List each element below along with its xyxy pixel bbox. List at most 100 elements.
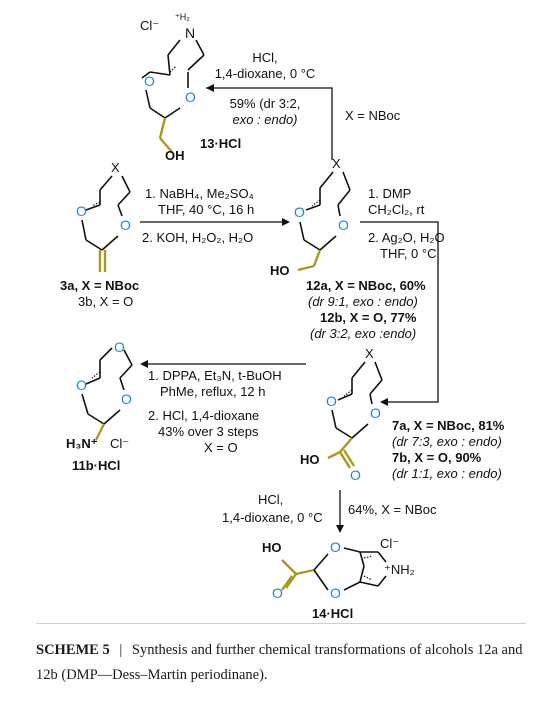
compound-13-hcl: Cl⁻ ⁺H₂ N O O OH 13·HCl (140, 12, 241, 163)
c7-carbonyl-bond (338, 451, 352, 469)
c14-counterion: Cl⁻ (380, 536, 399, 551)
c11-counterion: Cl⁻ (110, 436, 129, 451)
a3-line1: 1. NaBH₄, Me₂SO₄ (145, 186, 254, 201)
c14-hash-bond (363, 555, 373, 559)
c14-carbonyl-bond (281, 575, 293, 591)
c12-highlight-bond (312, 249, 322, 267)
a11-line1: 1. DPPA, Et₃N, t-BuOH (148, 368, 282, 383)
c3-hash-bond (91, 201, 101, 207)
c3-bond (101, 235, 119, 251)
c12-label2: 12b, X = O, 77% (320, 310, 417, 325)
c7-dr2: (dr 1:1, exo : endo) (392, 466, 502, 481)
c13-bond (167, 39, 181, 56)
reaction-scheme: Cl⁻ ⁺H₂ N O O OH 13·HCl HCl, 1,4-dioxane… (60, 12, 505, 621)
a7-line3: 2. Ag₂O, H₂O (368, 230, 445, 245)
c12-bond (303, 239, 321, 251)
c14-highlight-bond (281, 559, 297, 575)
c14-ring-o2: O (330, 585, 341, 601)
a13-side: X = NBoc (345, 108, 401, 123)
c13-highlight-bond (159, 137, 173, 153)
a13-line2: 1,4-dioxane, 0 °C (215, 66, 316, 81)
c14-bond (359, 581, 379, 587)
scheme-caption: SCHEME 5 | Synthesis and further chemica… (36, 638, 526, 688)
caption-separator: | (119, 642, 123, 658)
caption-text: Synthesis and further chemical transform… (36, 642, 523, 683)
a14-side: 64%, X = NBoc (348, 502, 437, 517)
c3-label1: 3a, X = NBoc (60, 278, 139, 293)
c12-bond (342, 171, 351, 191)
c7-ho: HO (300, 452, 320, 467)
c12-ring-o2: O (338, 217, 349, 233)
arrow-line (360, 221, 439, 403)
c13-bond (167, 54, 171, 76)
arrow-head (336, 525, 344, 533)
c13-ammonium: ⁺H₂ (175, 12, 190, 22)
c12-x: X (332, 156, 341, 171)
c14-carbonyl-bond (285, 573, 297, 589)
c13-bond (195, 39, 205, 56)
a3-line2: THF, 40 °C, 16 h (158, 202, 254, 217)
c3-label2: 3b, X = O (78, 294, 133, 309)
c14-carbonyl-o: O (272, 585, 283, 601)
c7-bond (337, 393, 353, 401)
c12-bond (337, 189, 351, 206)
arrow-7-to-14: HCl, 1,4-dioxane, 0 °C 64%, X = NBoc (222, 490, 437, 533)
c7-bond (351, 423, 369, 439)
arrow-head (380, 398, 388, 406)
c14-label: 14·HCl (312, 606, 353, 621)
c14-bond (313, 569, 329, 591)
c7-x: X (365, 346, 374, 361)
c13-bond (187, 54, 205, 71)
c14-ho: HO (262, 540, 282, 555)
a14-line1: HCl, (258, 492, 283, 507)
c7-bond (335, 427, 353, 439)
c7-bond (351, 361, 366, 379)
caption-divider (36, 623, 526, 624)
c13-highlight-bond (158, 117, 167, 139)
c3-bond (117, 191, 131, 206)
arrow-head (206, 84, 214, 92)
a11-line3: 2. HCl, 1,4-dioxane (148, 408, 259, 423)
arrow-12-to-7: 1. DMP CH₂Cl₂, rt 2. Ag₂O, H₂O THF, 0 °C (360, 186, 445, 406)
arrow-3-to-12: 1. NaBH₄, Me₂SO₄ THF, 40 °C, 16 h 2. KOH… (140, 186, 290, 245)
c14-hash-bond (363, 575, 373, 581)
c3-ring-o1: O (76, 203, 87, 219)
c7-ring-o1: O (326, 393, 337, 409)
c11-bond (87, 413, 105, 425)
c11-ring-o1: O (114, 339, 125, 355)
c3-bond (121, 175, 131, 193)
c12-bond (337, 204, 341, 217)
c11-hash-bond (91, 371, 101, 379)
c11-ammonium: H₃N⁺ (66, 436, 98, 451)
arrow-head (282, 218, 290, 226)
c11-highlight-bond (94, 423, 106, 441)
c13-bond (149, 71, 171, 76)
a11-line2: PhMe, reflux, 12 h (160, 384, 266, 399)
c12-bond (319, 171, 334, 189)
c12-dr2: (dr 3:2, exo :endo) (310, 326, 416, 341)
c13-bond (145, 89, 151, 109)
c11-bond (99, 347, 113, 361)
c3-x: X (111, 160, 120, 175)
c14-bond (343, 581, 361, 591)
c13-bond (164, 107, 181, 119)
compound-3: X O O 3a, X = NBoc 3b, X = O (60, 160, 139, 309)
c13-counterion: Cl⁻ (140, 18, 159, 33)
c7-highlight-bond (327, 450, 341, 460)
c3-bond (81, 219, 87, 241)
c13-label: 13·HCl (200, 136, 241, 151)
c7-ring-o2: O (370, 405, 381, 421)
a14-line2: 1,4-dioxane, 0 °C (222, 510, 323, 525)
arrow-head (140, 360, 148, 368)
a11-line5: X = O (204, 440, 238, 455)
c7-dr1: (dr 7:3, exo : endo) (392, 434, 502, 449)
c12-bond (305, 204, 321, 211)
c7-label2: 7b, X = O, 90% (392, 450, 482, 465)
c14-bond (343, 547, 361, 553)
c3-bond (99, 175, 113, 191)
compound-11b-hcl: O O O H₃N⁺ Cl⁻ 11b·HCl (66, 339, 133, 473)
a7-line2: CH₂Cl₂, rt (368, 202, 425, 217)
a7-line1: 1. DMP (368, 186, 411, 201)
caption-title: SCHEME 5 (36, 642, 110, 658)
c7-label1: 7a, X = NBoc, 81% (392, 418, 505, 433)
